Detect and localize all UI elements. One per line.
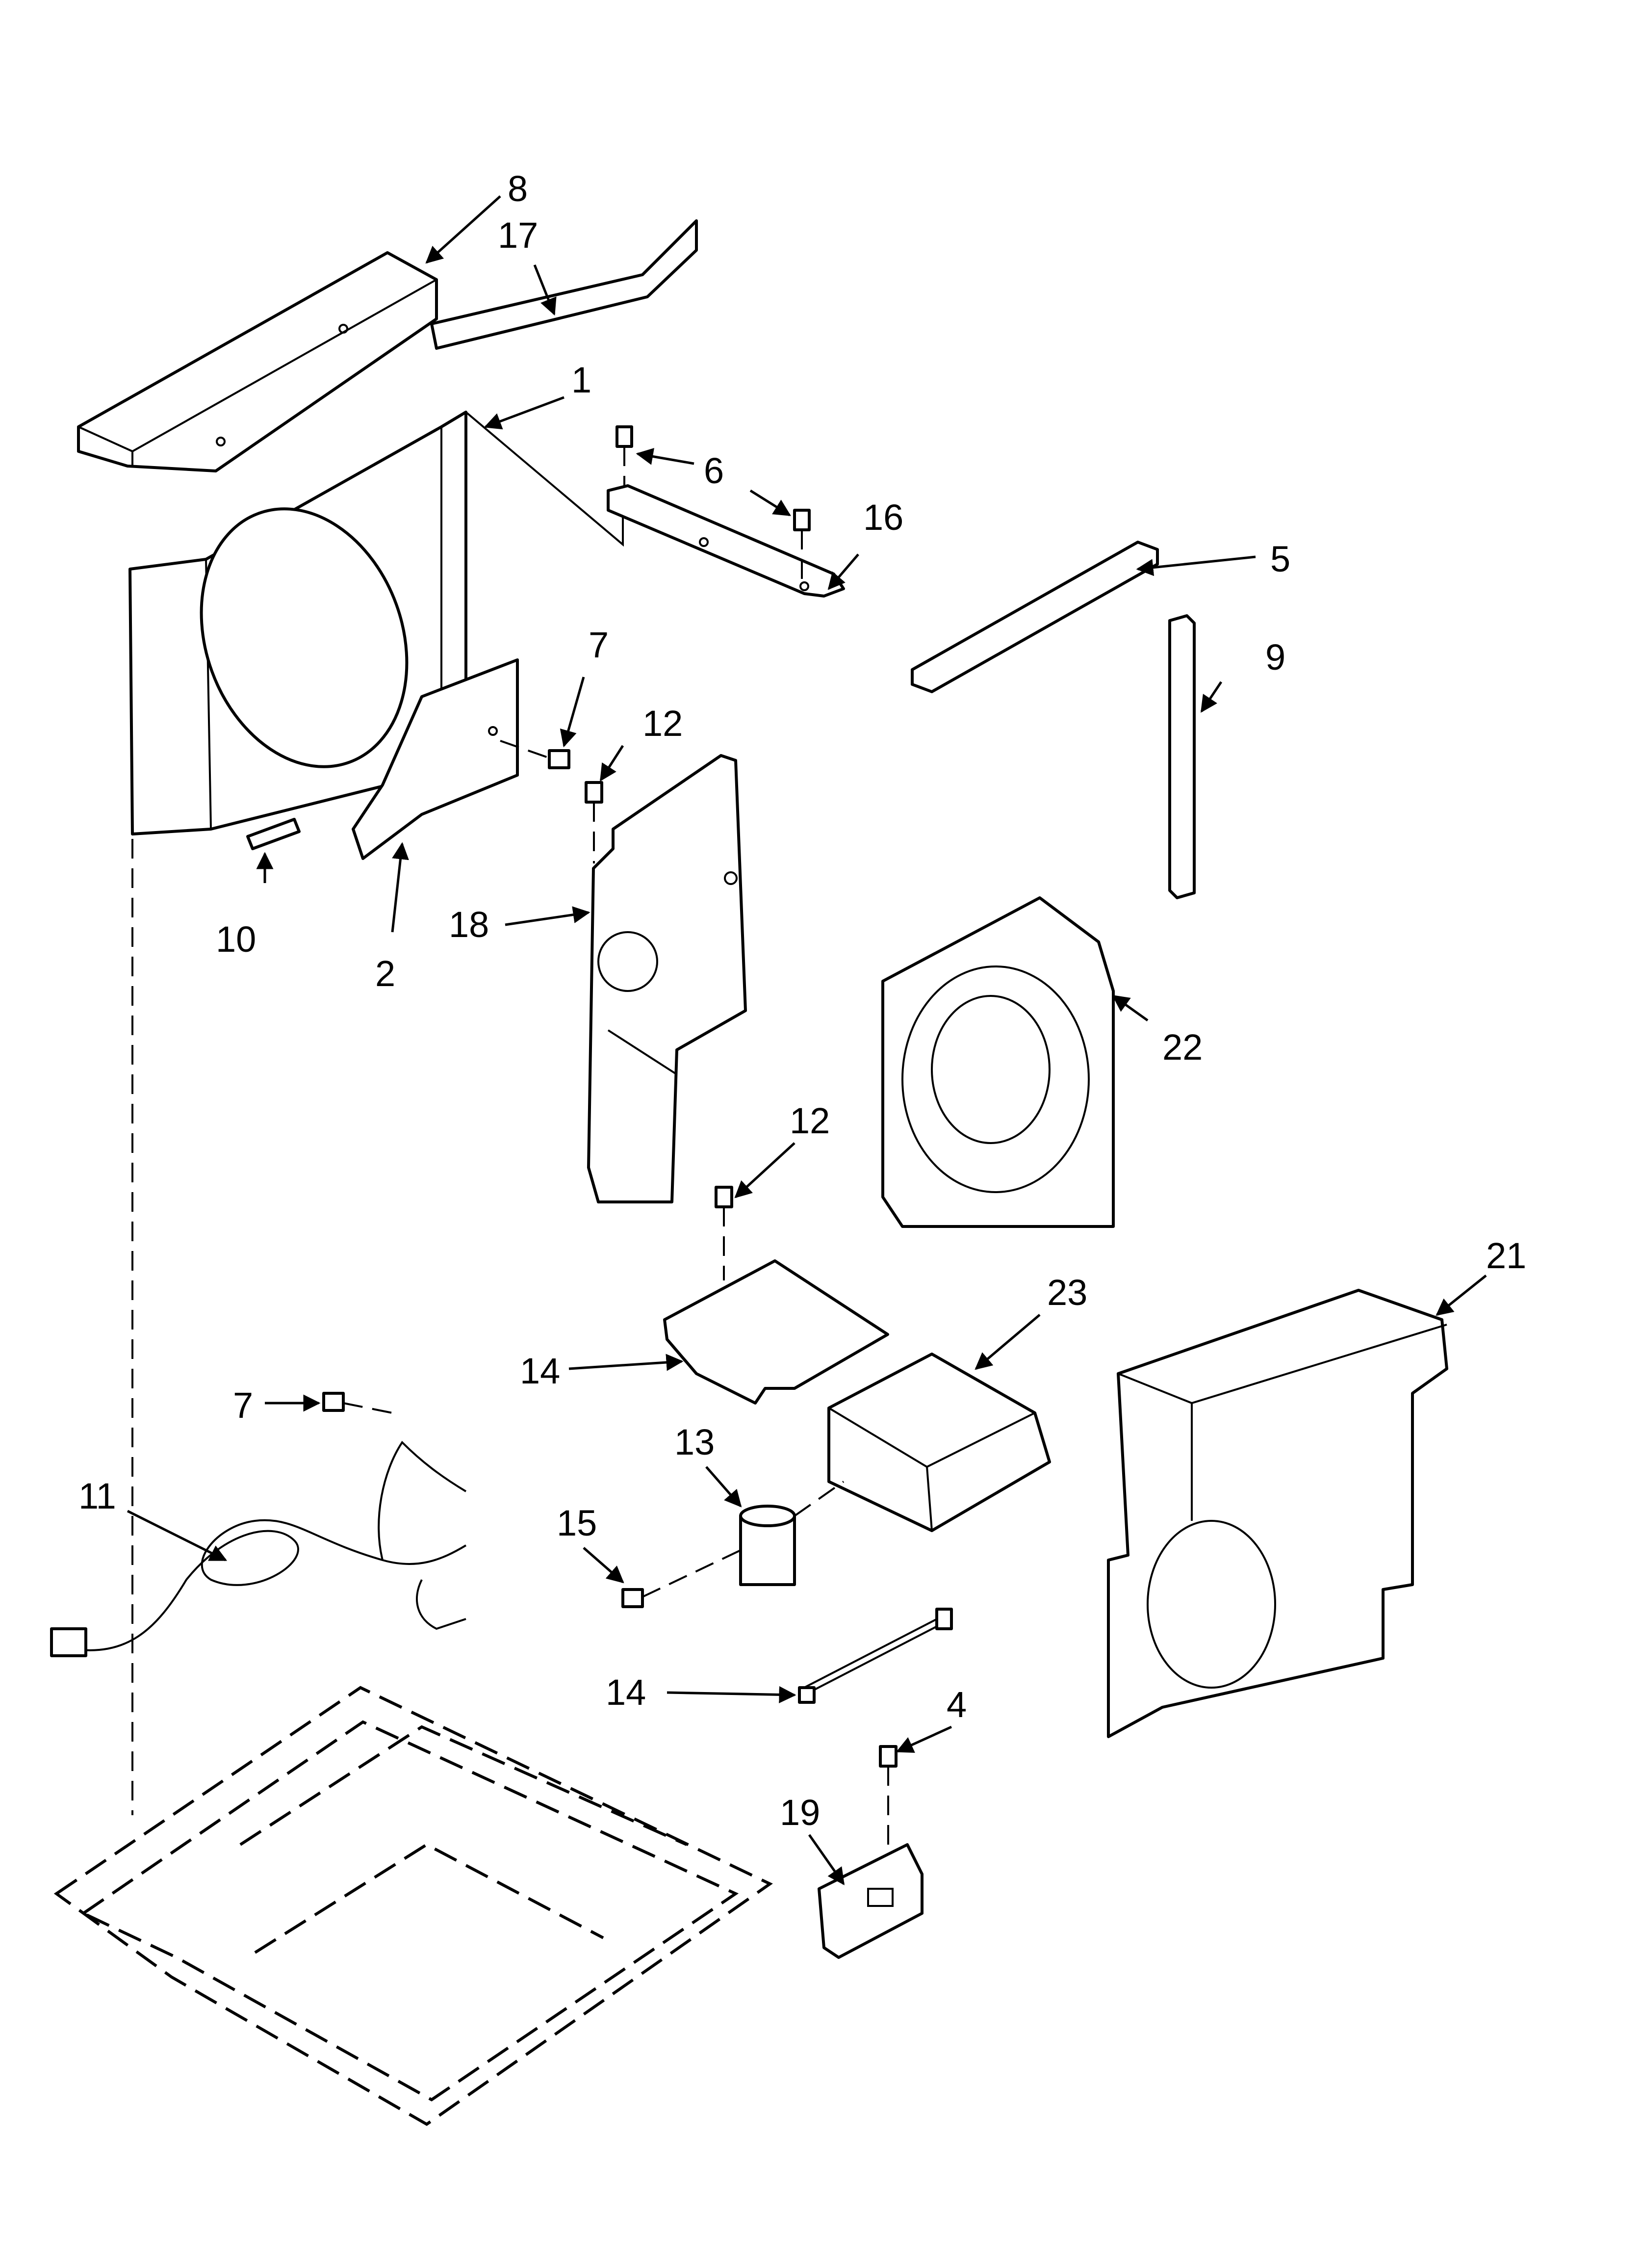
screw-7a-icon [500,740,570,769]
capacitor-part [739,1481,845,1586]
callout-12b: 12 [790,1100,830,1141]
screw-12a-icon [585,781,603,863]
callout-16: 15 [557,1503,597,1543]
small-block-part [246,818,301,850]
screw-16-icon [621,1549,741,1608]
callout-8: 8 [508,168,528,209]
bracket-part [352,658,519,860]
callout-2: 2 [375,953,395,994]
power-cord-part [50,1440,467,1657]
base-pan-outline [53,1686,773,2126]
callout-9: 9 [1265,637,1285,678]
callout-15: 14 [606,1672,646,1713]
callout-20: 19 [780,1792,820,1833]
wire-harness-part [798,1608,953,1704]
callout-18: 17 [498,215,538,256]
control-bracket-part [587,754,747,1203]
screw-12b-icon [715,1186,733,1280]
top-cover-part [77,251,438,472]
callout-6: 6 [704,450,724,491]
callout-17: 16 [863,497,903,538]
callout-13: 13 [674,1422,715,1462]
gasket-strip-part [430,219,698,350]
control-board-part [818,1843,924,1959]
mounting-plate-part [663,1259,889,1405]
seal-strip-part [911,541,1159,693]
callout-23: 23 [1047,1272,1087,1313]
callout-7a: 7 [589,625,609,665]
screw-7b-icon [322,1392,393,1414]
callout-12a: 12 [642,703,683,744]
electrical-box-part [827,1353,1051,1532]
callout-4: 4 [947,1684,967,1725]
callout-10: 10 [216,919,256,960]
screw-4-icon [879,1745,898,1854]
callout-21: 21 [1486,1235,1526,1276]
screw-6a-icon [616,425,633,486]
blower-housing-part [881,896,1115,1228]
leader-lines [127,195,1487,1885]
callout-14: 14 [520,1351,560,1391]
callout-11: 11 [78,1476,116,1516]
callout-1: 1 [571,360,591,400]
callout-7b: 7 [233,1385,253,1426]
callout-22: 22 [1162,1027,1203,1068]
callout-19: 18 [449,904,489,945]
callout-labels: 8 17 1 6 16 5 9 7 12 10 2 18 22 12 21 23… [78,168,1526,1833]
support-bar-part [607,484,845,598]
screw-6b-icon [793,509,811,579]
callout-5: 5 [1270,539,1290,579]
fan-shroud-part [128,411,624,835]
air-duct-part [1107,1289,1448,1738]
vertical-seal-part [1168,614,1196,899]
